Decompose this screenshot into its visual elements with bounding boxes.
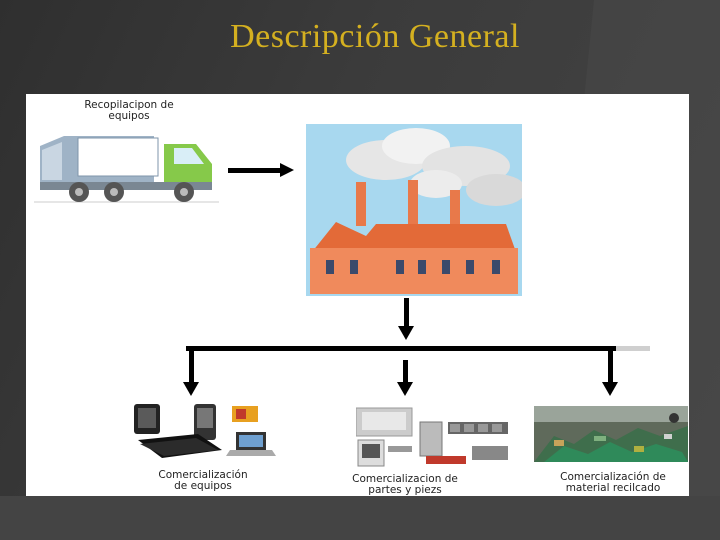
output-label-equipment-line2: de equipos bbox=[174, 480, 232, 492]
output-label-recycled-line2: material recilcado bbox=[565, 482, 661, 494]
output-label-recycled: Comercialización de material recilcado bbox=[540, 472, 686, 494]
arrow-to-parts bbox=[403, 360, 408, 384]
arrow-to-recycled-head bbox=[602, 382, 618, 396]
arrow-factory-down bbox=[404, 298, 409, 328]
arrow-to-recycled bbox=[608, 348, 613, 384]
arrow-to-factory bbox=[228, 168, 282, 173]
arrow-to-factory-head bbox=[280, 163, 294, 177]
arrow-to-parts-head bbox=[397, 382, 413, 396]
collection-label: Recopilacipon de equipos bbox=[74, 100, 184, 122]
arrow-to-equipment bbox=[189, 348, 194, 384]
recycled-material-icon bbox=[534, 406, 688, 462]
output-label-parts-line1: Comercializacion de bbox=[352, 473, 458, 485]
distribution-bar bbox=[186, 346, 616, 351]
arrow-to-equipment-head bbox=[183, 382, 199, 396]
slide-title: Descripción General bbox=[230, 18, 520, 55]
devices-icon bbox=[134, 404, 276, 458]
arrow-factory-down-head bbox=[398, 326, 414, 340]
output-label-parts: Comercializacion de partes y piezs bbox=[338, 474, 472, 496]
collection-label-line2: equipos bbox=[108, 110, 150, 122]
garbage-truck-icon bbox=[34, 136, 219, 203]
computer-parts-icon bbox=[356, 407, 508, 467]
factory-icon bbox=[306, 124, 522, 296]
diagram-panel: Recopilacipon de equipos bbox=[26, 94, 689, 496]
output-label-equipment: Comercialización de equipos bbox=[138, 470, 268, 492]
output-label-parts-line2: partes y piezs bbox=[368, 484, 442, 496]
output-label-equipment-line1: Comercialización bbox=[158, 469, 248, 481]
distribution-bar-tail bbox=[616, 346, 650, 351]
background-bottom-band bbox=[0, 496, 720, 540]
collection-label-line1: Recopilacipon de bbox=[84, 99, 174, 111]
output-label-recycled-line1: Comercialización de bbox=[560, 471, 666, 483]
